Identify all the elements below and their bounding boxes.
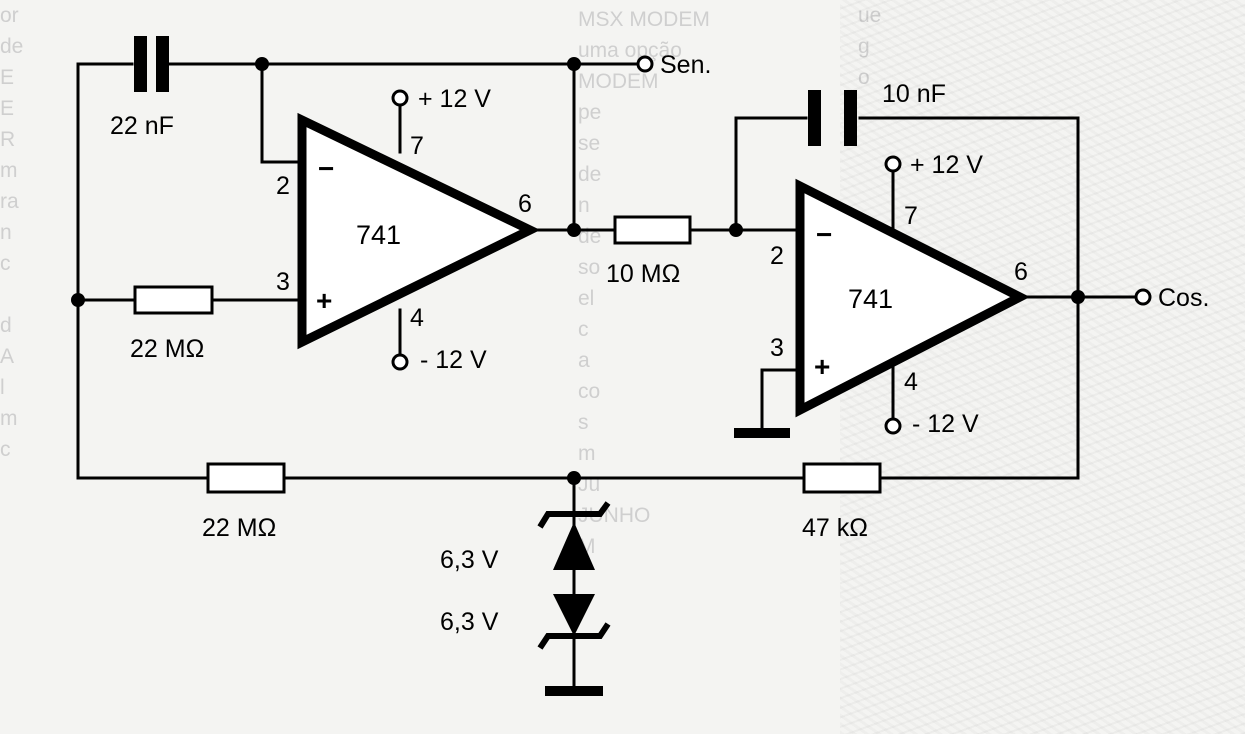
opamp-1-supply-pos: + 12 V xyxy=(418,85,491,113)
background-text-middle: MSX MODEM uma opção MODEM pe se de n de … xyxy=(578,8,710,558)
opamp-1-supply-neg: - 12 V xyxy=(420,346,487,374)
resistor-right-label: 47 kΩ xyxy=(802,514,868,542)
ground-symbol xyxy=(545,686,603,696)
labels: 22 nF 10 nF 22 MΩ 10 MΩ 22 MΩ 47 kΩ 6,3 … xyxy=(110,51,1209,636)
junction-dot xyxy=(567,223,581,237)
opamp-2-triangle xyxy=(795,178,1030,418)
resistor-22m-input xyxy=(133,285,214,315)
terminal-supply-1-neg xyxy=(391,353,409,371)
junction-dot xyxy=(729,223,743,237)
opamp-1-sign-inv: − xyxy=(318,153,334,184)
wires xyxy=(76,62,1138,692)
junction-dot xyxy=(567,471,581,485)
resistor-47k xyxy=(802,462,882,494)
opamp-2-pin-noninv: 3 xyxy=(770,334,784,362)
opamp-2-pin-vneg: 4 xyxy=(904,368,918,396)
opamp-2-chip-label: 741 xyxy=(848,284,893,314)
junction-dot xyxy=(255,57,269,71)
opamp-1-chip-label: 741 xyxy=(356,220,401,250)
terminals xyxy=(391,55,1152,435)
opamp-1-pin-out: 6 xyxy=(518,190,532,218)
junction-dot xyxy=(71,293,85,307)
zener-bottom-label: 6,3 V xyxy=(440,608,499,636)
opamp-1-sign-noninv: + xyxy=(316,285,332,316)
resistor-22m-feedback xyxy=(206,462,286,494)
opamp-1-pin-vneg: 4 xyxy=(410,304,424,332)
junction-dot xyxy=(1071,290,1085,304)
terminal-supply-1-pos xyxy=(391,89,409,107)
opamp-2-pin-out: 6 xyxy=(1014,258,1028,286)
opamp-2-supply-neg: - 12 V xyxy=(912,410,979,438)
resistor-10m xyxy=(613,215,692,245)
paper-texture xyxy=(840,0,1245,734)
junction-dot xyxy=(567,57,581,71)
junctions xyxy=(71,57,1085,485)
zener-diode-top xyxy=(537,501,611,570)
terminal-cos xyxy=(1134,288,1152,306)
opamp-1-pin-noninv: 3 xyxy=(276,268,290,296)
opamp-1-pin-vpos: 7 xyxy=(410,132,424,160)
wire-noninv2-ground xyxy=(760,368,802,432)
capacitor-10nf xyxy=(808,90,857,146)
opamp-2-pin-inv: 2 xyxy=(770,242,784,270)
ground-symbol xyxy=(734,428,790,438)
opamp-2-pin-vpos: 7 xyxy=(904,202,918,230)
output-sen-label: Sen. xyxy=(660,51,711,79)
background-text-right: ue g o xyxy=(858,0,1245,93)
terminal-supply-2-pos xyxy=(884,155,902,173)
capacitor-1-label: 22 nF xyxy=(110,112,174,140)
opamp-1-pin-inv: 2 xyxy=(276,172,290,200)
terminal-sen xyxy=(636,55,654,73)
output-cos-label: Cos. xyxy=(1158,284,1209,312)
wire-cap2-loop xyxy=(734,116,1080,480)
wire-inv-feedback xyxy=(260,62,304,164)
zener-diode-bottom xyxy=(537,594,611,650)
resistor-feedback-label: 22 MΩ xyxy=(202,514,276,542)
terminal-supply-2-neg xyxy=(884,417,902,435)
capacitor-2-label: 10 nF xyxy=(882,80,946,108)
opamp-2-supply-pos: + 12 V xyxy=(910,151,983,179)
resistor-coupling-label: 10 MΩ xyxy=(606,260,680,288)
resistors xyxy=(133,215,882,494)
zener-top-label: 6,3 V xyxy=(440,546,499,574)
opamp-2-sign-noninv: + xyxy=(814,351,830,382)
opamp-2-sign-inv: − xyxy=(816,219,832,250)
opamp-1-triangle xyxy=(297,112,541,350)
resistor-input-label: 22 MΩ xyxy=(130,335,204,363)
background-text-left: or de E E R m ra n c d A l m c xyxy=(0,4,24,461)
capacitor-22nf xyxy=(134,36,169,92)
